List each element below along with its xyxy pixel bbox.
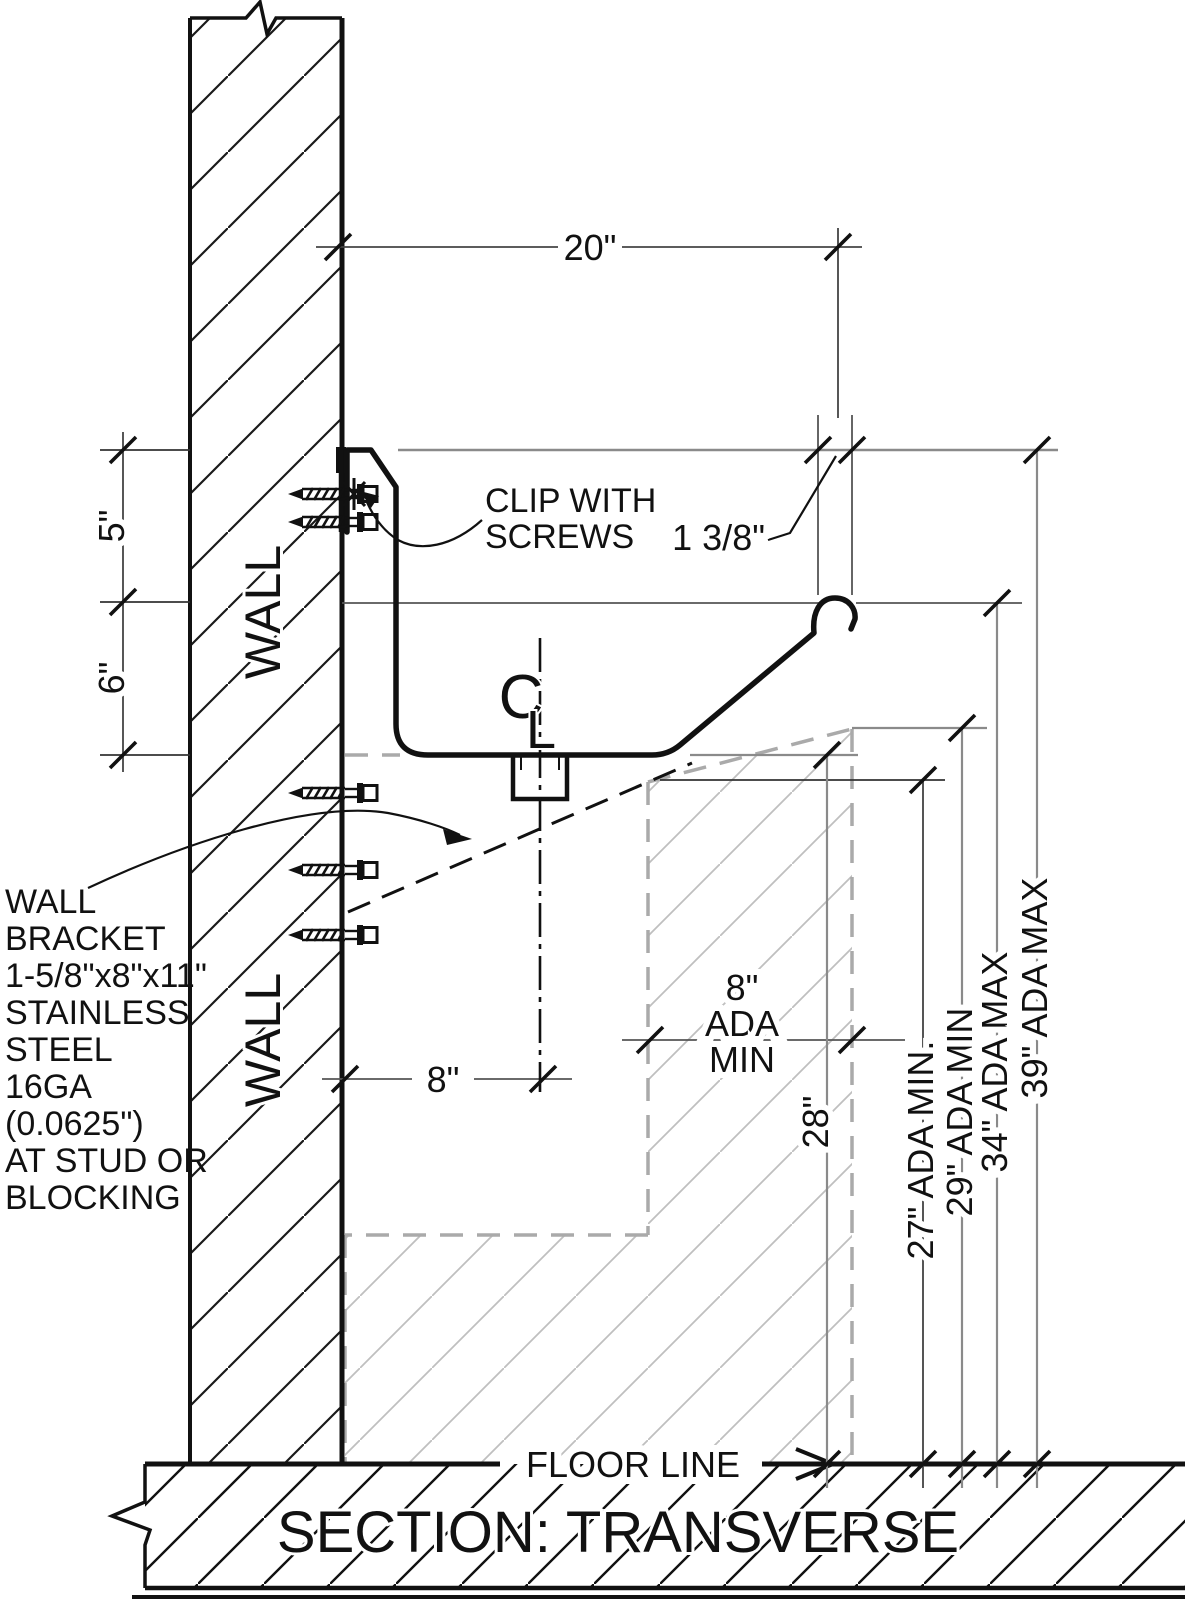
dim-ada-heights: 28" 27" ADA MIN. 29" ADA MIN 34" ADA MAX… [789, 435, 1061, 1488]
clip-callout-line2: SCREWS [485, 518, 634, 556]
dim-label-8in: 8" [427, 1059, 460, 1100]
dim-label-knee-2: ADA [705, 1003, 779, 1044]
wall-bracket-hidden-line [347, 761, 693, 914]
floor-section [107, 1447, 1185, 1599]
bracket-leader-arrow-icon [443, 829, 472, 845]
clip-leader-arrow-icon [360, 491, 379, 508]
dim-label-knee-1: 8" [726, 967, 759, 1008]
bracket-note-line: 1-5/8"x8"x11" [5, 957, 207, 995]
bracket-note-line: (0.0625") [5, 1105, 144, 1143]
ada-clearance-zone [343, 727, 854, 1464]
clip-screw-burst-icon [341, 478, 367, 510]
wall-label-lower: WALL [235, 973, 291, 1107]
wall-label-upper: WALL [235, 545, 291, 679]
leader-lines [87, 491, 483, 889]
dim-label-27ada: 27" ADA MIN. [900, 1041, 941, 1260]
dim-label-6in: 6" [91, 662, 132, 695]
bracket-note-line: STEEL [5, 1031, 113, 1069]
floor-line-label: FLOOR LINE [526, 1444, 740, 1485]
centerline-c: C [499, 663, 544, 732]
screws [286, 478, 379, 947]
bracket-note-line: WALL [5, 883, 96, 921]
callout-texts: CLIP WITH SCREWS WALL BRACKET 1-5/8"x8"x… [5, 482, 656, 1217]
bracket-note-line: BRACKET [5, 920, 166, 958]
dim-drain-offset: 8" [322, 1053, 572, 1106]
dim-label-29ada: 29" ADA MIN [939, 1008, 980, 1217]
wall-break-symbol [190, 0, 342, 39]
dim-label-39ada: 39" ADA MAX [1014, 878, 1055, 1099]
dim-label-knee-3: MIN [709, 1039, 775, 1080]
clip-callout-line1: CLIP WITH [485, 482, 656, 520]
dim-left-heights: 5" 6" [85, 432, 138, 772]
wall-section [188, 0, 345, 1464]
dim-knee-depth: 8" ADA MIN [622, 961, 905, 1086]
floor-break-symbol [107, 1464, 153, 1588]
ada-zone-dashed-outline [343, 727, 854, 1464]
sink-basin-outline [344, 447, 858, 758]
drawing-title: SECTION: TRANSVERSE [277, 1500, 959, 1565]
bracket-note-line: AT STUD OR [5, 1142, 208, 1180]
dim-label-28in: 28" [795, 1096, 836, 1149]
dim-label-lip: 1 3/8" [672, 517, 765, 558]
drain-centerline: C L [497, 638, 558, 1092]
dim-label-5in: 5" [91, 510, 132, 543]
centerline-l: L [526, 700, 556, 760]
dim-top-width: 20" [316, 221, 862, 274]
bracket-note-line: BLOCKING [5, 1179, 181, 1217]
bracket-note-line: STAINLESS [5, 994, 190, 1032]
dim-label-20in: 20" [564, 227, 617, 268]
dim-label-34ada: 34" ADA MAX [974, 952, 1015, 1173]
bracket-note-line: 16GA [5, 1068, 92, 1106]
dim-front-lip: 1 3/8" [666, 435, 867, 564]
